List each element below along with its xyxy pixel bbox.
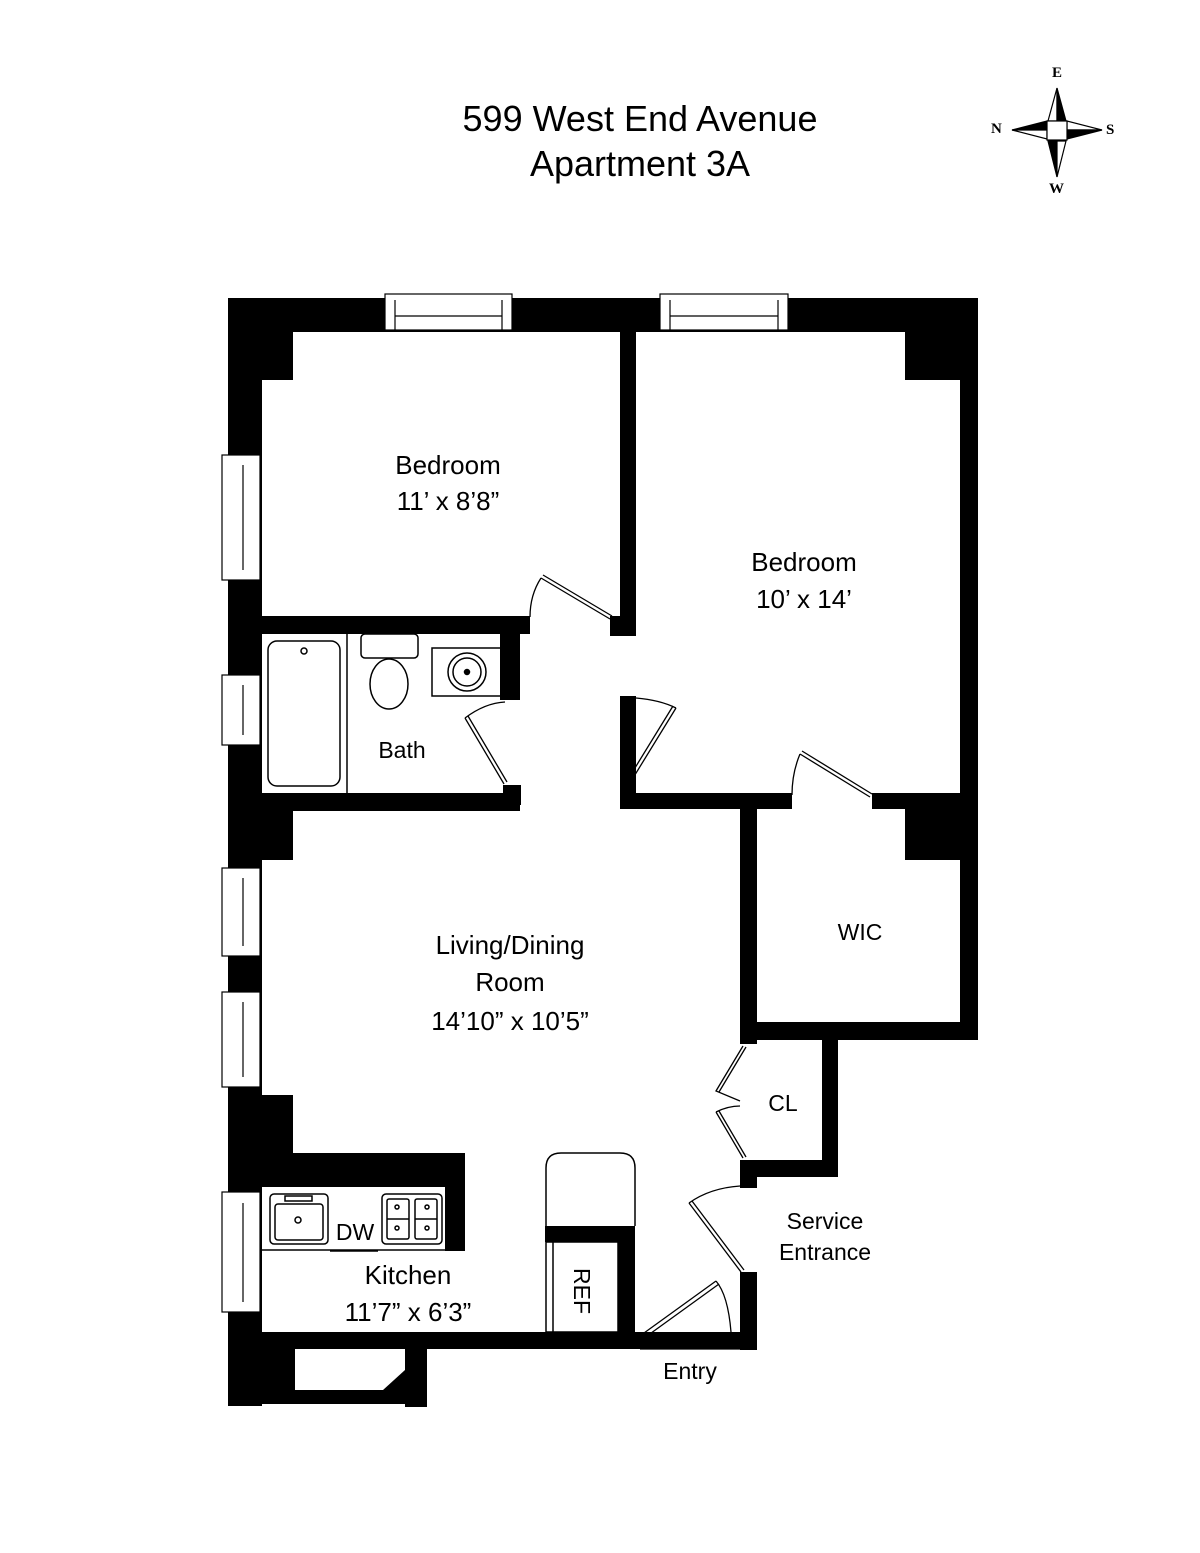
stove-icon [381, 1193, 443, 1245]
bath-fixtures [267, 633, 502, 793]
bathtub-icon [267, 640, 341, 787]
bedroom1-size: 11’ x 8’8” [396, 486, 500, 516]
dishwasher-label: DW [335, 1219, 375, 1245]
kitchen-fixtures [260, 1152, 636, 1333]
bedroom2-name: Bedroom [751, 547, 857, 577]
toilet-tank-icon [360, 633, 419, 659]
wic-name: WIC [837, 919, 883, 945]
living-name-line2: Room [475, 967, 545, 997]
bath-name: Bath [378, 737, 426, 763]
bath-sink-icon [447, 652, 487, 692]
closet-name: CL [768, 1090, 798, 1116]
living-size: 14’10” x 10’5” [431, 1006, 589, 1036]
refrigerator-icon [545, 1241, 619, 1333]
compass-north-label: N [991, 121, 1002, 137]
unit-title: Apartment 3A [529, 143, 751, 184]
toilet-bowl-icon [369, 658, 409, 710]
kitchen-name: Kitchen [364, 1260, 452, 1290]
doors [464, 574, 873, 1350]
sink-counter [431, 647, 502, 697]
bedroom2-size: 10’ x 14’ [756, 584, 852, 614]
windows [221, 293, 789, 1313]
compass-east-label: E [1052, 65, 1063, 81]
service-entrance-line1: Service [786, 1208, 864, 1234]
kitchen-size: 11’7” x 6’3” [344, 1297, 472, 1327]
service-entrance-line2: Entrance [778, 1239, 872, 1265]
entry-label: Entry [663, 1358, 717, 1384]
compass-south-label: S [1106, 122, 1115, 138]
compass-west-label: W [1049, 181, 1064, 197]
kitchen-sink-icon [269, 1193, 329, 1245]
bedroom1-name: Bedroom [395, 450, 501, 480]
refrigerator-label: REF [569, 1268, 595, 1314]
living-name-line1: Living/Dining [435, 930, 585, 960]
address-title: 599 West End Avenue [462, 98, 818, 139]
